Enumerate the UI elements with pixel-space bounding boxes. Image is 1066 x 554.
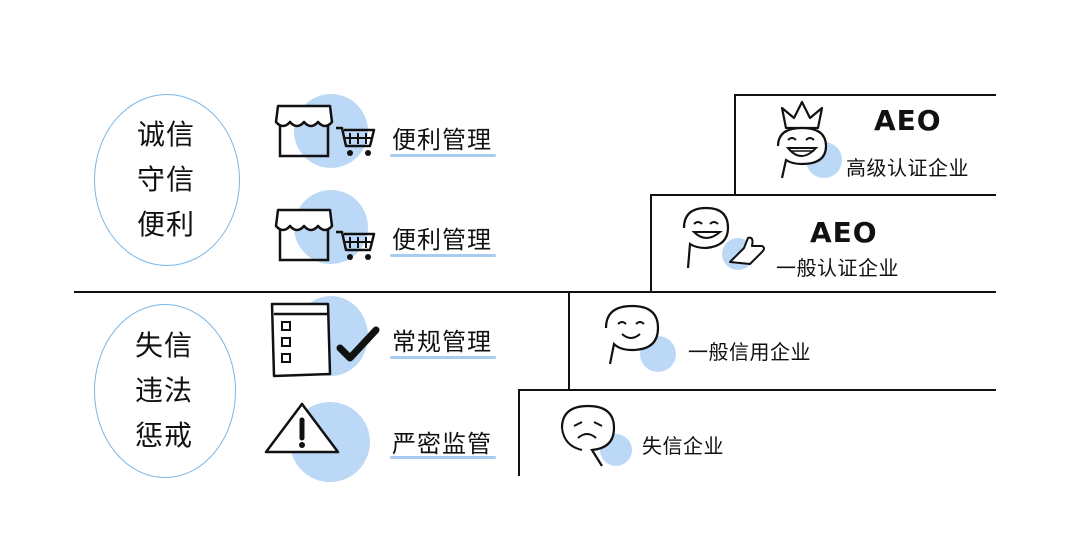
trust-line-1: 诚信 <box>136 117 195 151</box>
measure-3-underline <box>390 356 496 359</box>
checklist-icon <box>270 302 380 378</box>
step-3-left <box>568 291 570 389</box>
measure-4-underline <box>390 456 496 459</box>
step-2-top <box>652 194 996 196</box>
trust-group-label: 诚信 守信 便利 <box>94 94 238 264</box>
step-4-top <box>520 389 996 391</box>
tier-1-badge: AEO <box>874 104 942 137</box>
distrust-group-label: 失信 违法 惩戒 <box>94 304 234 476</box>
step-2-left <box>650 194 652 292</box>
measure-1-underline <box>390 154 496 157</box>
distrust-line-2: 违法 <box>134 373 193 407</box>
step-1-left <box>734 94 736 194</box>
measure-2-label: 便利管理 <box>392 226 492 254</box>
step-4-left <box>518 389 520 476</box>
warning-icon <box>264 402 340 454</box>
measure-3-label: 常规管理 <box>392 328 492 356</box>
distrust-line-1: 失信 <box>134 328 193 362</box>
tier-3-label: 一般信用企业 <box>688 340 811 364</box>
distrust-line-3: 惩戒 <box>134 418 193 452</box>
tier-1-label: 高级认证企业 <box>846 156 969 180</box>
crowned-grinning-face-icon <box>776 100 828 179</box>
store-cart-icon <box>274 208 376 262</box>
trust-line-2: 守信 <box>136 162 195 196</box>
measure-4-label: 严密监管 <box>392 430 492 458</box>
measure-1-label: 便利管理 <box>392 126 492 154</box>
distrust-group-oval <box>94 304 236 478</box>
tier-4-label: 失信企业 <box>642 434 724 458</box>
store-cart-icon <box>274 104 376 158</box>
tier-2-badge: AEO <box>810 216 878 249</box>
sad-face-icon <box>560 404 616 467</box>
divider-line <box>74 291 996 293</box>
trust-line-3: 便利 <box>136 207 195 241</box>
tier-2-label: 一般认证企业 <box>776 256 899 280</box>
thumbs-up-face-icon <box>682 206 765 269</box>
step-1-top <box>736 94 996 96</box>
trust-group-oval <box>94 94 240 266</box>
smiling-face-icon <box>604 304 660 365</box>
measure-2-underline <box>390 254 496 257</box>
